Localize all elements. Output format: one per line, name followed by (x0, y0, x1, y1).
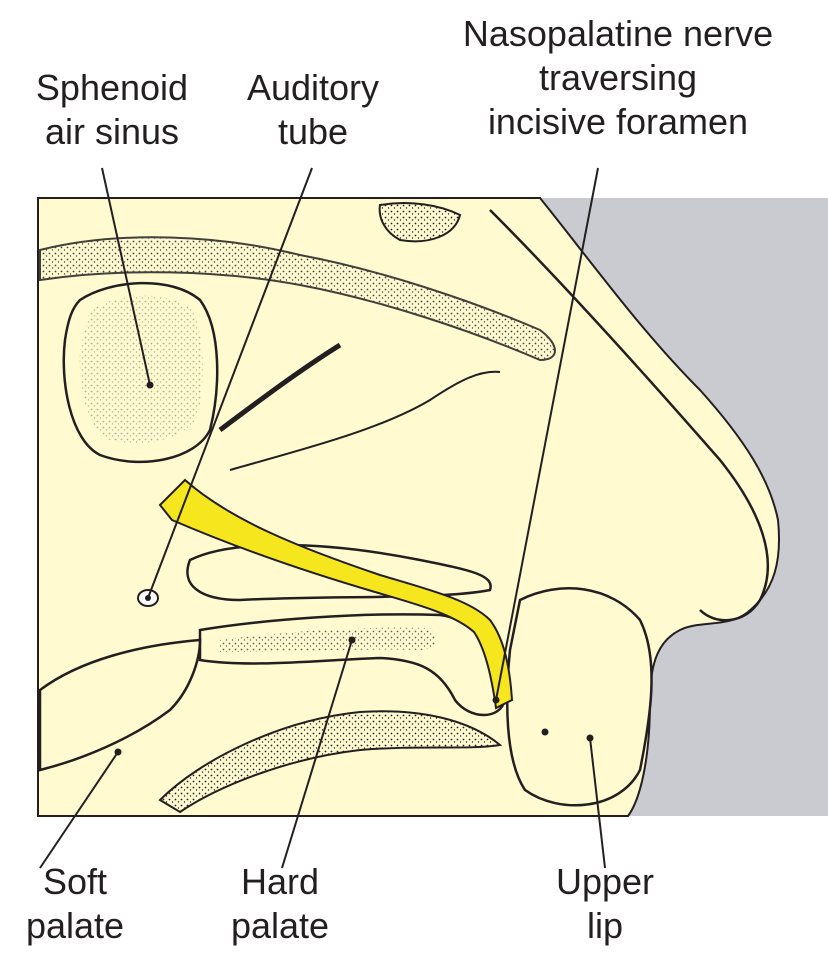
label-soft-line2: palate (0, 904, 150, 948)
label-nasopalatine-line3: incisive foramen (418, 100, 818, 144)
label-auditory-line2: tube (228, 110, 398, 154)
label-sphenoid-air-sinus: Sphenoid air sinus (12, 66, 212, 154)
label-sphenoid-line2: air sinus (12, 110, 212, 154)
label-lip-line1: Upper (530, 860, 680, 904)
label-auditory-line1: Auditory (228, 66, 398, 110)
label-soft-palate: Soft palate (0, 860, 150, 948)
label-hard-line2: palate (205, 904, 355, 948)
label-lip-line2: lip (530, 904, 680, 948)
label-upper-lip: Upper lip (530, 860, 680, 948)
label-nasopalatine-nerve: Nasopalatine nerve traversing incisive f… (418, 12, 818, 144)
dot-lip-inner (542, 729, 549, 736)
label-auditory-tube: Auditory tube (228, 66, 398, 154)
sphenoid-sinus-stipple (80, 296, 203, 443)
label-sphenoid-line1: Sphenoid (12, 66, 212, 110)
label-soft-line1: Soft (0, 860, 150, 904)
label-nasopalatine-line2: traversing (418, 56, 818, 100)
label-hard-palate: Hard palate (205, 860, 355, 948)
label-hard-line1: Hard (205, 860, 355, 904)
upper-lip (507, 588, 651, 805)
label-nasopalatine-line1: Nasopalatine nerve (418, 12, 818, 56)
